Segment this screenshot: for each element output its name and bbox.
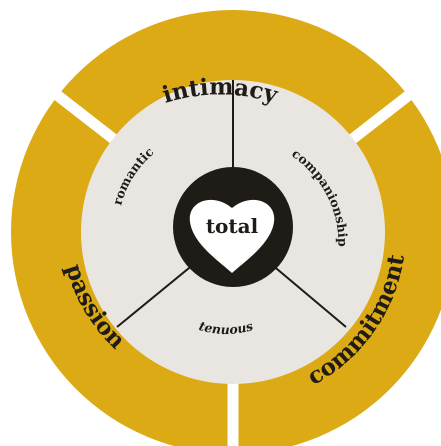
heart-icon (189, 199, 275, 273)
inner-label-tenuous: tenuous (197, 318, 254, 337)
center-label: total (206, 214, 259, 238)
